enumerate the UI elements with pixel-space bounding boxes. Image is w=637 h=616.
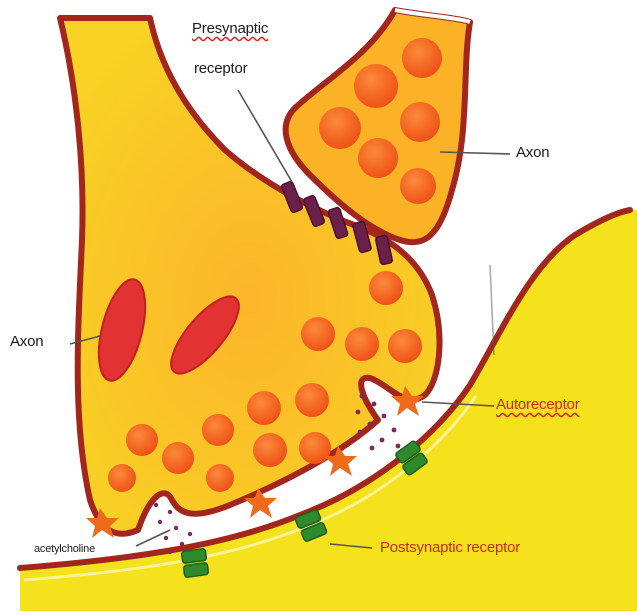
label-axon-left: Axon xyxy=(10,333,43,350)
label-presynaptic-line2: receptor xyxy=(194,60,247,77)
postsynaptic-receptor xyxy=(183,562,208,577)
label-presynaptic-line1: Presynaptic xyxy=(192,20,268,37)
vesicle xyxy=(247,391,281,425)
postsynaptic-receptor xyxy=(181,548,206,563)
label-axon-top: Axon xyxy=(516,144,549,161)
label-presynaptic: Presynaptic xyxy=(192,20,268,37)
ach-dot xyxy=(180,542,184,546)
ach-dot xyxy=(358,430,363,435)
vesicle xyxy=(162,442,194,474)
ach-dot xyxy=(154,503,158,507)
vesicle xyxy=(206,464,234,492)
ach-dot xyxy=(164,536,168,540)
vesicle xyxy=(301,317,335,351)
vesicle xyxy=(202,414,234,446)
ach-dot xyxy=(382,414,387,419)
ach-dot xyxy=(356,410,361,415)
ach-dot xyxy=(372,402,377,407)
ach-dot xyxy=(370,446,375,451)
label-acetylcholine: acetylcholine xyxy=(34,543,95,555)
ach-dot xyxy=(360,394,365,399)
ach-dot xyxy=(392,428,397,433)
vesicle xyxy=(126,424,158,456)
label-autoreceptor: Autoreceptor xyxy=(496,396,579,413)
label-postsynaptic: Postsynaptic receptor xyxy=(380,539,520,556)
vesicle xyxy=(402,38,442,78)
ach-dot xyxy=(168,510,172,514)
ach-dot xyxy=(368,422,373,427)
vesicle xyxy=(400,168,436,204)
vesicle xyxy=(400,102,440,142)
ach-dot xyxy=(396,444,401,449)
vesicle xyxy=(369,271,403,305)
vesicle xyxy=(354,64,398,108)
vesicle xyxy=(388,329,422,363)
vesicle xyxy=(108,464,136,492)
ach-dot xyxy=(168,550,172,554)
ach-dot xyxy=(188,532,192,536)
ach-dot xyxy=(158,520,162,524)
ach-dot xyxy=(174,526,178,530)
vesicle xyxy=(253,433,287,467)
label-autoreceptor-text: Autoreceptor xyxy=(496,396,579,413)
vesicle xyxy=(345,327,379,361)
vesicle xyxy=(295,383,329,417)
ach-dot xyxy=(380,438,385,443)
vesicle xyxy=(299,432,331,464)
vesicle xyxy=(358,138,398,178)
vesicle xyxy=(319,107,361,149)
